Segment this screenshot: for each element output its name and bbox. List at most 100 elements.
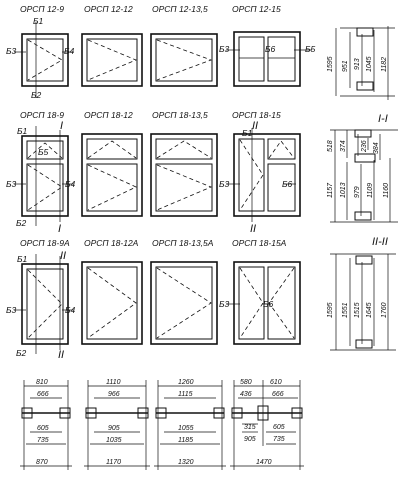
marker-b6: Б6 xyxy=(265,44,276,54)
dim-666: 666 xyxy=(37,391,49,398)
window-orsp-18-9: Б1 I Б5 Б3 Б4 Б2 I xyxy=(6,120,76,235)
dim-1170: 1170 xyxy=(106,459,121,466)
marker-b1: Б1 xyxy=(17,254,28,264)
dim-1595: 1595 xyxy=(327,56,334,72)
label-orsp-18-12a: ОРСП 18-12А xyxy=(84,238,139,248)
section-cut-i-bottom: I xyxy=(58,223,61,235)
window-orsp-18-13-5 xyxy=(150,133,218,217)
dim-666: 666 xyxy=(272,391,284,398)
dim-384: 384 xyxy=(373,142,380,154)
marker-b3: Б3 xyxy=(6,305,17,315)
dim-905: 905 xyxy=(108,425,120,432)
dim-951: 951 xyxy=(342,60,349,72)
dim-1320: 1320 xyxy=(178,459,194,466)
label-orsp-18-15a: ОРСП 18-15А xyxy=(232,238,287,248)
marker-b1: Б1 xyxy=(242,128,253,138)
dim-1470: 1470 xyxy=(256,459,272,466)
marker-b1: Б1 xyxy=(33,16,44,26)
dim-810: 810 xyxy=(36,379,48,386)
marker-b4: Б4 xyxy=(65,305,76,315)
dim-1115: 1115 xyxy=(178,391,193,398)
marker-b2: Б2 xyxy=(16,348,27,358)
dim-1260: 1260 xyxy=(178,379,194,386)
section-cut-ii-top: II xyxy=(252,120,258,132)
window-orsp-18-15a: Б3 Б6 xyxy=(219,261,301,345)
label-orsp-12-9: ОРСП 12-9 xyxy=(20,4,64,14)
marker-b5: Б5 xyxy=(305,44,316,54)
label-orsp-18-13-5: ОРСП 18-13,5 xyxy=(152,110,208,120)
dim-1013: 1013 xyxy=(340,182,347,198)
plan-section-1470: 580 610 436 666 315 905 605 735 1470 xyxy=(230,379,304,470)
label-orsp-12-12: ОРСП 12-12 xyxy=(84,4,133,14)
dim-1160: 1160 xyxy=(383,183,390,198)
marker-b3: Б3 xyxy=(219,179,230,189)
dim-1760: 1760 xyxy=(381,302,388,318)
label-orsp-12-15: ОРСП 12-15 xyxy=(232,4,281,14)
section-cut-i-top: I xyxy=(60,120,63,132)
dim-1185: 1185 xyxy=(178,437,193,444)
section-ii-ii-dimensions: II-II 1595 1551 1515 1645 1760 xyxy=(327,236,396,351)
window-orsp-18-13-5a xyxy=(150,261,218,345)
marker-b3: Б3 xyxy=(6,46,17,56)
marker-b4: Б4 xyxy=(65,179,76,189)
marker-b4: Б4 xyxy=(64,46,75,56)
label-orsp-18-9: ОРСП 18-9 xyxy=(20,110,64,120)
dim-735: 735 xyxy=(273,436,285,443)
plan-section-810: 810 666 605 735 870 xyxy=(20,379,72,470)
dim-610: 610 xyxy=(270,379,282,386)
marker-b3: Б3 xyxy=(219,44,230,54)
window-orsp-18-15: II Б1 Б3 Б6 II xyxy=(219,120,301,235)
label-orsp-12-13-5: ОРСП 12-13,5 xyxy=(152,4,208,14)
dim-966: 966 xyxy=(108,391,120,398)
dim-315: 315 xyxy=(244,424,256,431)
dim-870: 870 xyxy=(36,459,48,466)
section-i-i-dimensions: I-I 518 374 236 384 1157 1013 979 1109 1… xyxy=(327,113,398,223)
dim-518: 518 xyxy=(327,140,334,152)
dim-1551: 1551 xyxy=(342,302,349,318)
marker-b3: Б3 xyxy=(219,299,230,309)
dim-374: 374 xyxy=(340,140,347,152)
plan-section-1260: 1260 1115 1055 1185 1320 xyxy=(154,379,226,470)
dim-605: 605 xyxy=(273,424,285,431)
window-orsp-12-12 xyxy=(81,33,143,87)
dim-1645: 1645 xyxy=(366,302,373,318)
dim-905: 905 xyxy=(244,436,256,443)
marker-b2: Б2 xyxy=(31,90,42,100)
marker-b6: Б6 xyxy=(263,299,274,309)
marker-b1: Б1 xyxy=(17,126,28,136)
window-orsp-18-12a xyxy=(81,261,143,345)
dim-913: 913 xyxy=(354,58,361,70)
label-orsp-18-12: ОРСП 18-12 xyxy=(84,110,133,120)
dim-735: 735 xyxy=(37,437,49,444)
window-orsp-18-9a: Б1 II Б3 Б4 Б2 II xyxy=(6,250,76,361)
dim-580: 580 xyxy=(240,379,252,386)
dim-1157: 1157 xyxy=(327,182,334,198)
dim-1515: 1515 xyxy=(354,302,361,318)
dim-1045: 1045 xyxy=(366,56,373,72)
window-orsp-12-9: Б1 Б3 Б4 Б2 xyxy=(6,16,75,100)
section-cut-ii-top: II xyxy=(60,250,66,262)
section-title-ii-ii: II-II xyxy=(372,236,388,248)
marker-b5: Б5 xyxy=(38,147,49,157)
dim-1055: 1055 xyxy=(178,425,194,432)
dim-436: 436 xyxy=(240,391,252,398)
plan-section-1110: 1110 966 905 1035 1170 xyxy=(84,379,150,470)
label-orsp-18-13-5a: ОРСП 18-13,5А xyxy=(152,238,214,248)
section-1-dimensions: 1595 951 913 1045 1182 xyxy=(327,26,395,100)
marker-b6: Б6 xyxy=(282,179,293,189)
marker-b3: Б3 xyxy=(6,179,17,189)
marker-b2: Б2 xyxy=(16,218,27,228)
dim-1595: 1595 xyxy=(327,302,334,318)
dim-1110: 1110 xyxy=(106,379,121,386)
label-orsp-18-15: ОРСП 18-15 xyxy=(232,110,281,120)
dim-236: 236 xyxy=(361,140,368,153)
label-orsp-18-9a: ОРСП 18-9А xyxy=(20,238,70,248)
dim-605: 605 xyxy=(37,425,49,432)
dim-1035: 1035 xyxy=(106,437,122,444)
window-orsp-12-13-5 xyxy=(150,33,218,87)
section-title-i-i: I-I xyxy=(378,113,388,125)
dim-1109: 1109 xyxy=(367,183,374,198)
dim-1182: 1182 xyxy=(381,57,388,72)
